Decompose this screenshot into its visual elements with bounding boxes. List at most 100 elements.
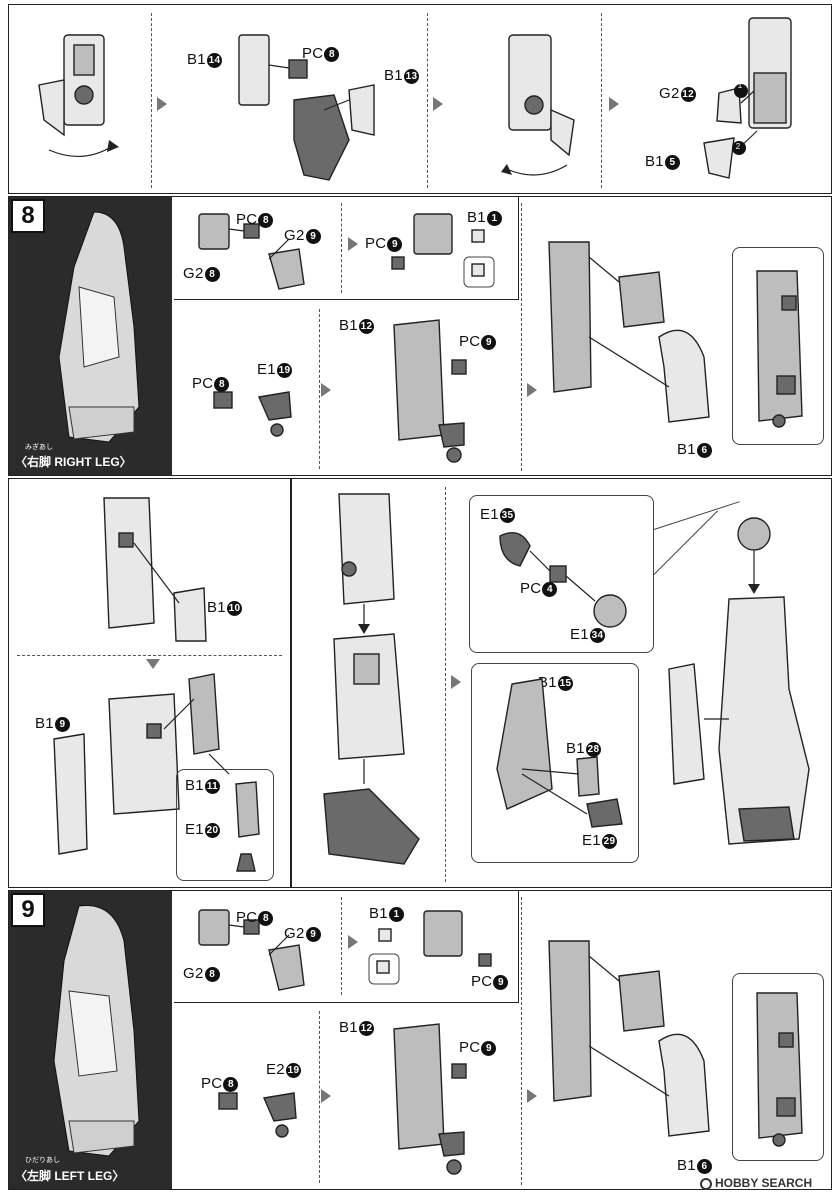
knee-side-armor-illustration bbox=[53, 673, 230, 855]
knee-joint-assembled-illustration bbox=[391, 213, 495, 288]
right-leg-label: 〈右脚 RIGHT LEG〉 bbox=[15, 455, 132, 469]
step-arrow bbox=[321, 383, 331, 397]
top-divider-1 bbox=[151, 13, 153, 188]
step-arrow bbox=[348, 237, 358, 251]
leg-armor-illustration bbox=[703, 17, 792, 179]
step-arrow bbox=[527, 1089, 537, 1103]
leg-inner-frame-illustration bbox=[238, 34, 375, 181]
step-arrow bbox=[348, 935, 358, 949]
step-arrow bbox=[609, 97, 619, 111]
knee-detail-parts-illustration bbox=[235, 781, 260, 872]
middle-divider-vertical-2 bbox=[445, 487, 447, 882]
step8-sub-b-divider-2 bbox=[521, 203, 523, 471]
step8-leg-photo: みぎあし 〈右脚 RIGHT LEG〉 bbox=[9, 197, 172, 475]
step8-result-inset bbox=[732, 247, 824, 445]
step-arrow bbox=[451, 675, 461, 689]
knee-armor-parts-illustration bbox=[496, 678, 623, 828]
order-badge-1: 1 bbox=[737, 81, 743, 90]
leg-assembled-rotation-illustration bbox=[501, 34, 575, 176]
step-arrow-down bbox=[146, 659, 160, 669]
middle-divider-vertical-1 bbox=[290, 479, 292, 887]
step-arrow bbox=[321, 1089, 331, 1103]
step9-sub-a-box bbox=[174, 891, 519, 1003]
left-leg-label: 〈左脚 LEFT LEG〉 bbox=[15, 1169, 125, 1183]
shin-frame-illustration bbox=[393, 319, 467, 463]
knee-joint-assembled-illustration bbox=[368, 910, 492, 985]
right-leg-ruby: みぎあし bbox=[25, 444, 53, 451]
knee-joint-parts-illustration bbox=[198, 909, 305, 991]
step8-sub-b-divider-1 bbox=[319, 309, 321, 469]
shin-assembly-illustration bbox=[548, 241, 710, 423]
hobby-search-watermark: HOBBY SEARCH bbox=[700, 1176, 812, 1190]
step9-sub-b-divider-2 bbox=[521, 897, 523, 1185]
shin-rear-view-illustration bbox=[756, 270, 803, 428]
foot-joint-parts-illustration bbox=[213, 391, 292, 437]
step8-sub-a-box bbox=[174, 197, 519, 300]
left-leg-render bbox=[53, 904, 140, 1157]
knee-armor-illustration bbox=[103, 497, 207, 642]
shin-rear-view-illustration bbox=[756, 992, 803, 1147]
step9-leg-photo: ひだりあし 〈左脚 LEFT LEG〉 bbox=[9, 891, 172, 1189]
step-arrow bbox=[527, 383, 537, 397]
step9-sub-b-divider-1 bbox=[319, 1011, 321, 1183]
middle-divider-horizontal bbox=[17, 655, 282, 657]
ball-joint-parts-illustration bbox=[499, 532, 627, 628]
leg-part-rotation-illustration bbox=[38, 34, 119, 158]
lower-leg-assembly-illustration bbox=[668, 517, 810, 845]
knee-joint-parts-illustration bbox=[198, 213, 305, 290]
top-divider-2 bbox=[427, 13, 429, 188]
order-badge-2: 2 bbox=[735, 142, 741, 151]
top-divider-3 bbox=[601, 13, 603, 188]
middle-detail-inset bbox=[176, 769, 274, 881]
watermark-icon bbox=[700, 1177, 712, 1190]
step-arrow bbox=[157, 97, 167, 111]
step-arrow bbox=[433, 97, 443, 111]
step8-number: 8 bbox=[11, 199, 45, 233]
right-leg-render bbox=[58, 211, 140, 443]
thigh-knee-foot-assembly-illustration bbox=[323, 493, 420, 865]
shin-assembly-illustration bbox=[548, 940, 710, 1137]
step9-number: 9 bbox=[11, 893, 45, 927]
left-leg-ruby: ひだりあし bbox=[25, 1157, 60, 1164]
shin-frame-illustration bbox=[393, 1023, 467, 1175]
